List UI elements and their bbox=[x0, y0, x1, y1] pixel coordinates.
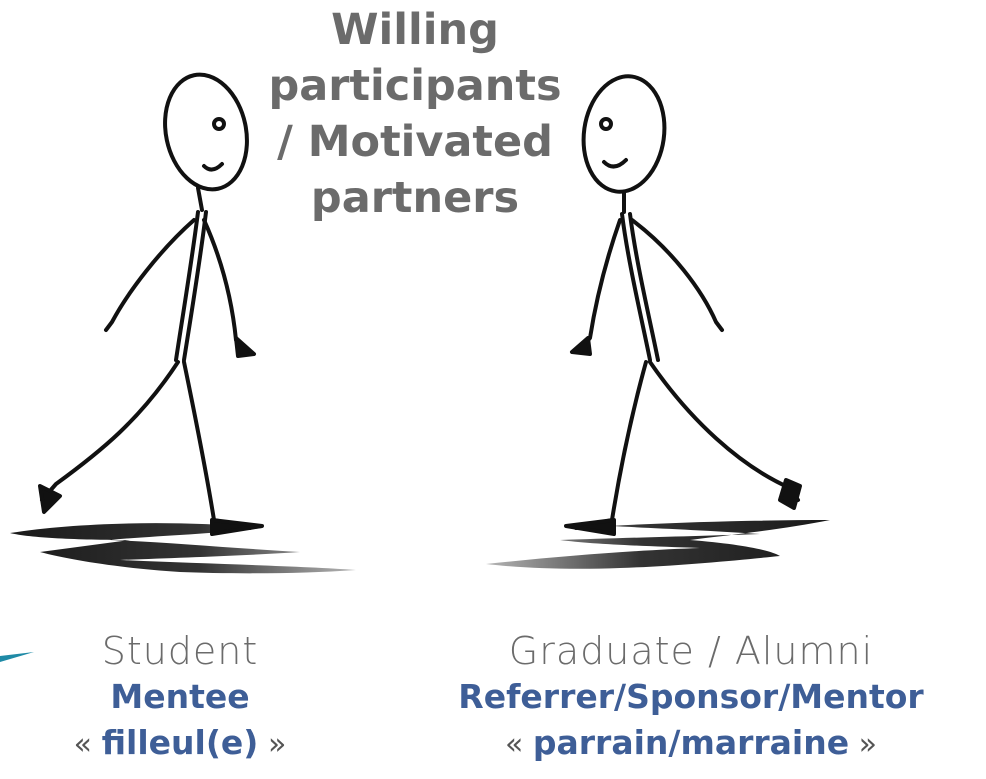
title-line-4: partners bbox=[310, 173, 520, 223]
graduate-role: Graduate / Alumni bbox=[508, 629, 874, 673]
title-line-3: / Motivated bbox=[277, 117, 553, 167]
left-leg-front bbox=[182, 360, 252, 530]
right-leg-back bbox=[648, 360, 800, 502]
right-arm-front bbox=[578, 218, 622, 352]
mentee-label: Mentee bbox=[110, 677, 250, 716]
title-line-1: Willing bbox=[331, 5, 499, 55]
left-shoe-back bbox=[38, 484, 62, 514]
left-shadow bbox=[10, 523, 356, 574]
left-arm-front bbox=[202, 218, 246, 352]
right-arm-back bbox=[630, 218, 724, 332]
title-line-2: participants bbox=[268, 61, 562, 111]
student-caption: Student Mentee « filleul(e) » bbox=[10, 628, 350, 768]
right-hand-front bbox=[570, 336, 592, 356]
right-stick-figure bbox=[564, 74, 802, 536]
right-leg-front bbox=[574, 360, 648, 530]
left-arm-back bbox=[104, 218, 196, 332]
left-head bbox=[163, 72, 249, 192]
left-eye bbox=[212, 117, 226, 131]
left-shoe-front bbox=[210, 518, 264, 536]
graduate-caption: Graduate / Alumni Referrer/Sponsor/Mento… bbox=[396, 628, 986, 768]
left-stick-figure bbox=[38, 72, 264, 536]
student-role: Student bbox=[101, 629, 259, 673]
right-smile bbox=[602, 158, 628, 169]
right-shoe-front bbox=[564, 518, 616, 536]
arrow-icon bbox=[0, 652, 34, 662]
right-shoe-back bbox=[778, 478, 802, 510]
mentor-label: Referrer/Sponsor/Mentor bbox=[458, 677, 924, 716]
diagram-title: Willing participants / Motivated partner… bbox=[255, 2, 575, 226]
right-shadow bbox=[486, 520, 830, 569]
left-smile bbox=[202, 162, 224, 172]
left-body bbox=[174, 210, 208, 362]
right-head bbox=[581, 74, 667, 194]
left-hand-front bbox=[234, 336, 256, 358]
left-neck bbox=[196, 186, 204, 212]
student-french-term: « filleul(e) » bbox=[73, 723, 287, 762]
left-leg-back bbox=[40, 360, 180, 502]
right-eye bbox=[599, 117, 613, 131]
graduate-french-term: « parrain/marraine » bbox=[504, 723, 878, 762]
right-body bbox=[620, 212, 660, 362]
